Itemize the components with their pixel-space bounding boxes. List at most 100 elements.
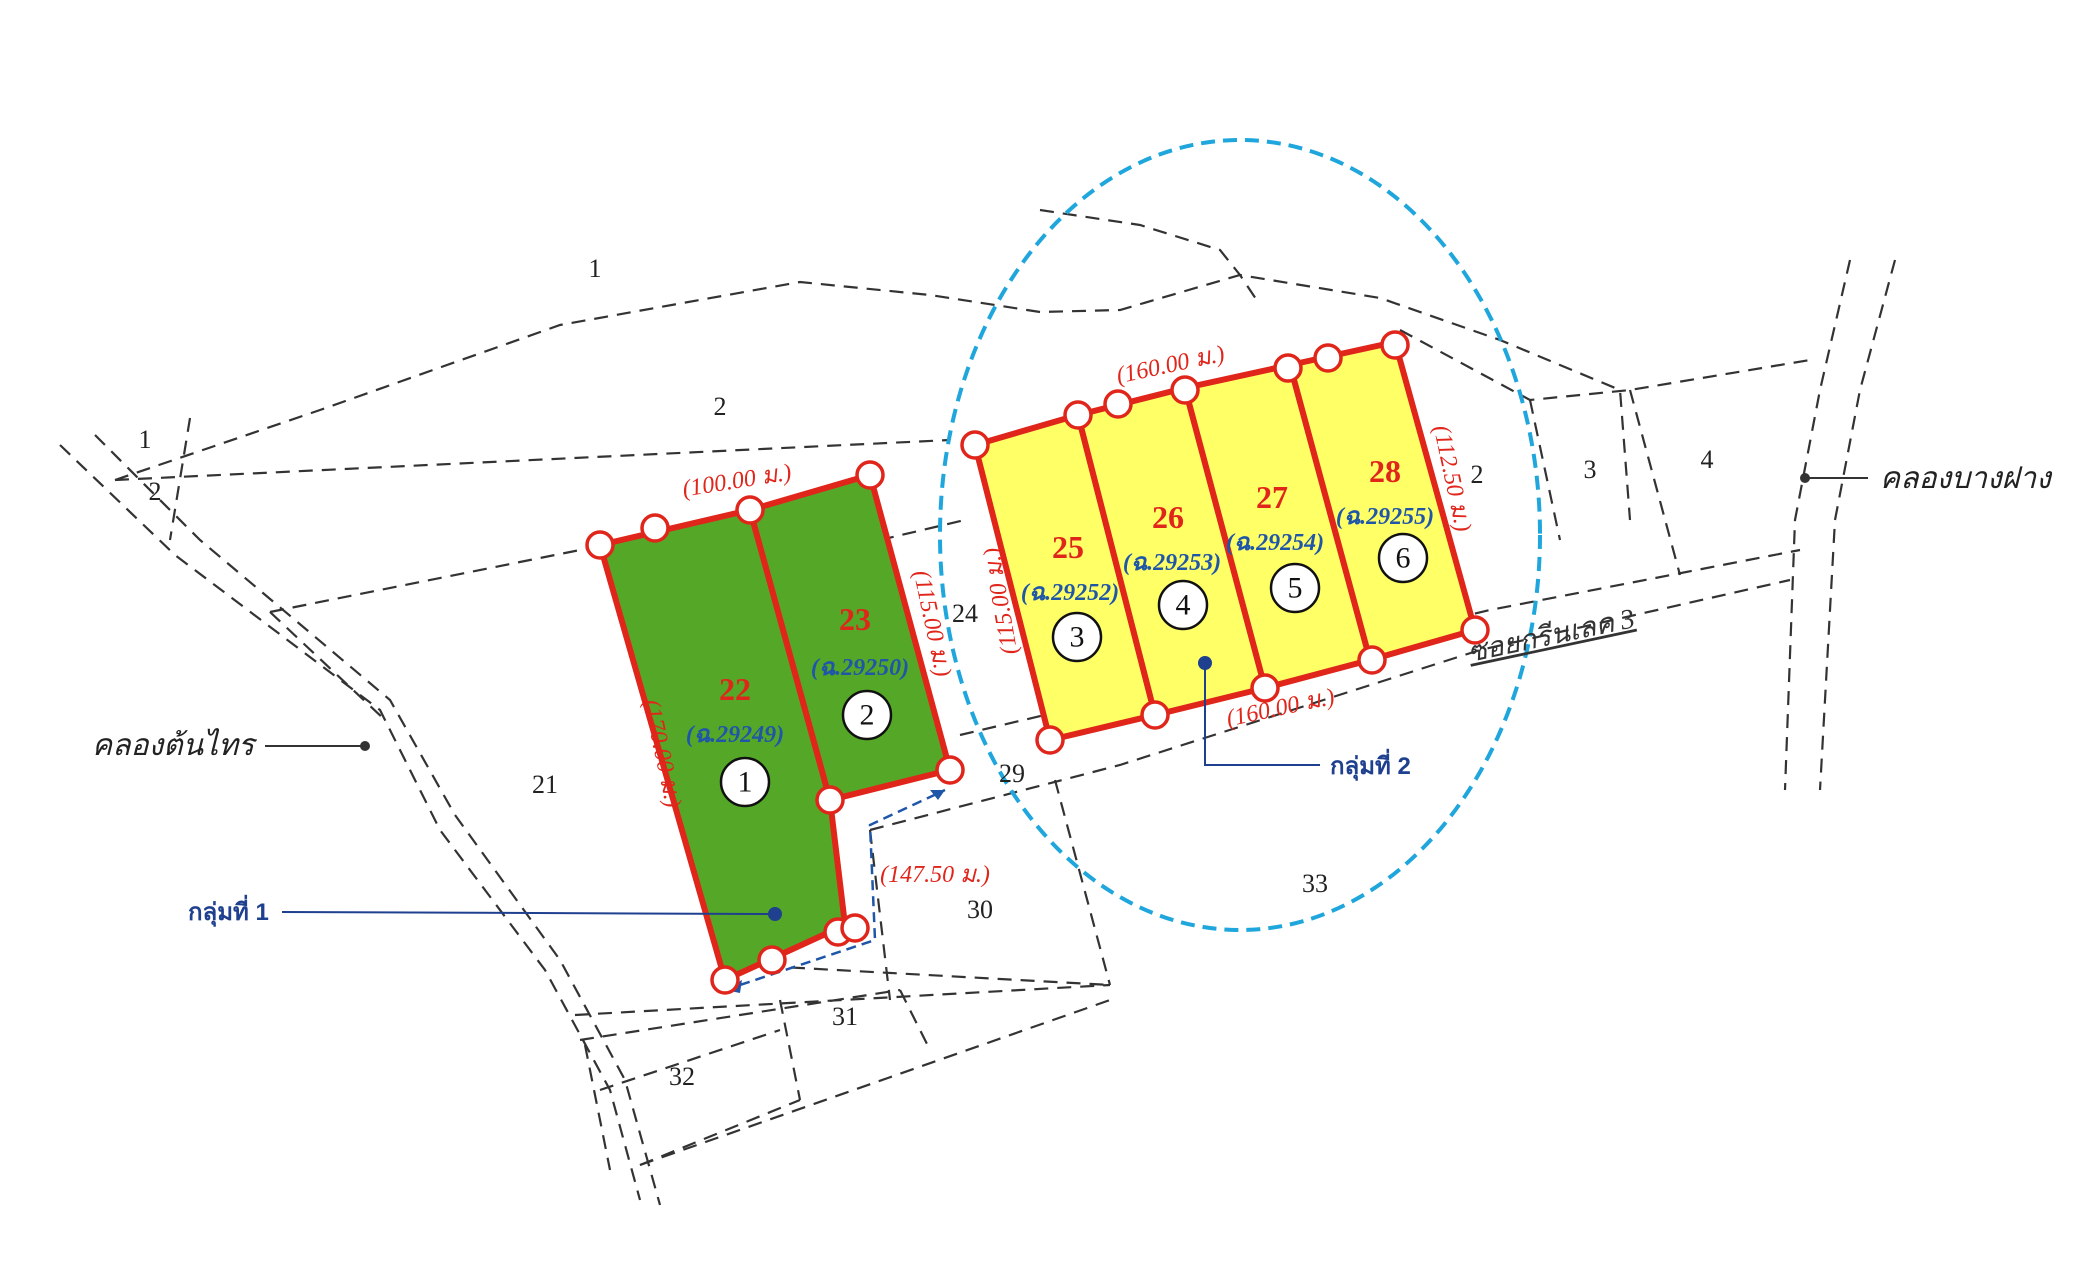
vertex: [757, 945, 787, 975]
vertex: [935, 755, 965, 785]
group2-plots: [960, 330, 1490, 755]
lot-1-left: 1: [139, 425, 152, 454]
plot-25-deed: (ฉ.29252): [1021, 580, 1119, 606]
plot-25-circle-number: 3: [1070, 621, 1085, 654]
vertex: [840, 913, 870, 943]
group2-label-text: กลุ่มที่ 2: [1330, 748, 1411, 782]
group1-dot: [768, 907, 782, 921]
lot1-lot2-divider: [269, 543, 606, 614]
lot-33: 33: [1302, 869, 1328, 898]
vertex: [1313, 343, 1343, 373]
group2-leader: [1204, 663, 1320, 766]
right-canal-label: คลองบางฝาง: [1880, 462, 2053, 495]
lot32-bottom-line: [639, 1098, 801, 1167]
plot-26-circle: [1157, 579, 1209, 631]
left-canal-dot: [360, 741, 370, 751]
plot-27-circle-number: 5: [1288, 572, 1303, 605]
plot-27-circle: [1269, 562, 1321, 614]
vertex: [960, 430, 990, 460]
g1-bottom-dimension: (147.50 ม.): [880, 862, 990, 888]
lot-31: 31: [832, 1002, 858, 1031]
lot-29: 29: [999, 759, 1025, 788]
lot-32: 32: [669, 1062, 695, 1091]
right-canal-line-a: [1783, 259, 1852, 791]
road-label: ซอยกรีนเลค 3: [1465, 603, 1638, 669]
lot-3: 3: [1584, 455, 1597, 484]
plot-22-circle: [719, 756, 771, 808]
lot32-lines: [583, 998, 1111, 1171]
vertex: [855, 460, 885, 490]
vertex: [710, 965, 740, 995]
plot-22-area: [596, 506, 849, 985]
vertex: [735, 495, 765, 525]
vertex: [815, 785, 845, 815]
vertex: [585, 530, 615, 560]
lot-2-left: 2: [149, 477, 162, 506]
road-line-bottom: [869, 578, 1791, 832]
vertex: [1140, 700, 1170, 730]
g1-arrow-head-a: [930, 790, 945, 800]
plot-23-deed: (ฉ.29250): [811, 655, 909, 681]
lot-24: 24: [952, 599, 978, 628]
vertex: [1170, 375, 1200, 405]
vertex: [640, 513, 670, 543]
right-canal-line-b: [1818, 259, 1897, 791]
vertex: [1250, 673, 1280, 703]
vertex: [1357, 645, 1387, 675]
mid-divider-line: [879, 518, 966, 542]
lot31-lines: [579, 988, 931, 1101]
lot-30: 30: [967, 895, 993, 924]
lot-4: 4: [1701, 445, 1714, 474]
left-canal-line-a: [59, 444, 642, 1201]
upper-curve-line: [1039, 208, 1261, 306]
group1-label: กลุ่มที่ 1: [188, 894, 782, 928]
g1-top-dimension: (100.00 ม.): [681, 460, 794, 503]
plot-27-number: 27: [1256, 479, 1288, 515]
left-canal-label: คลองต้นไทร: [92, 728, 258, 762]
plot-23-circle-number: 2: [860, 699, 875, 732]
group1-label-text: กลุ่มที่ 1: [188, 894, 269, 928]
left-small-lot-line: [114, 417, 951, 541]
right-lots-line: [1399, 329, 1811, 402]
plot-28-deed: (ฉ.29255): [1336, 504, 1434, 530]
plot-28-number: 28: [1369, 453, 1401, 489]
group2-outline: [938, 138, 1542, 932]
group1-leader: [281, 911, 773, 915]
g1-bottom-dimension-arrow: [724, 788, 946, 992]
plot-27-deed: (ฉ.29254): [1226, 530, 1324, 556]
lot-2-right: 2: [1471, 460, 1484, 489]
group1-plots: [585, 460, 965, 995]
plot-26-circle-number: 4: [1176, 589, 1191, 622]
lot-2-top: 2: [714, 392, 727, 421]
cadastral-lines: [59, 208, 1897, 1206]
vertex: [1063, 400, 1093, 430]
plot-22-number: 22: [719, 671, 751, 707]
left-canal-line-b: [94, 434, 662, 1206]
plot-28-circle: [1377, 532, 1429, 584]
lot30-right-line: [1053, 779, 1112, 986]
plot-22-circle-number: 1: [738, 766, 753, 799]
plot-23-circle: [841, 689, 893, 741]
top-boundary-line: [114, 273, 1632, 521]
group2-label: กลุ่มที่ 2: [1198, 656, 1411, 782]
plot-26-number: 26: [1152, 499, 1184, 535]
lot2-lot3-divider: [1528, 399, 1562, 541]
vertex: [1035, 725, 1065, 755]
plot-25-circle: [1051, 611, 1103, 663]
plot-labels: 22 (ฉ.29249) 1 23 (ฉ.29250) 2 25 (ฉ.2925…: [686, 453, 1434, 808]
waterway-left: คลองต้นไทร: [92, 728, 370, 762]
plot-23-number: 23: [839, 601, 871, 637]
vertex: [1380, 330, 1410, 360]
vertex: [1273, 353, 1303, 383]
right-canal-dot: [1800, 473, 1810, 483]
lot-21: 21: [532, 770, 558, 799]
lot21-left-line: [269, 611, 386, 721]
plot-25-number: 25: [1052, 529, 1084, 565]
lot-1-top: 1: [589, 254, 602, 283]
lot30-bottom-line: [574, 963, 1111, 1017]
plot-26-deed: (ฉ.29253): [1123, 550, 1221, 576]
plot-28-circle-number: 6: [1396, 542, 1411, 575]
lot3-lot4-divider: [1628, 389, 1682, 576]
waterway-right: คลองบางฝาง: [1800, 462, 2053, 495]
